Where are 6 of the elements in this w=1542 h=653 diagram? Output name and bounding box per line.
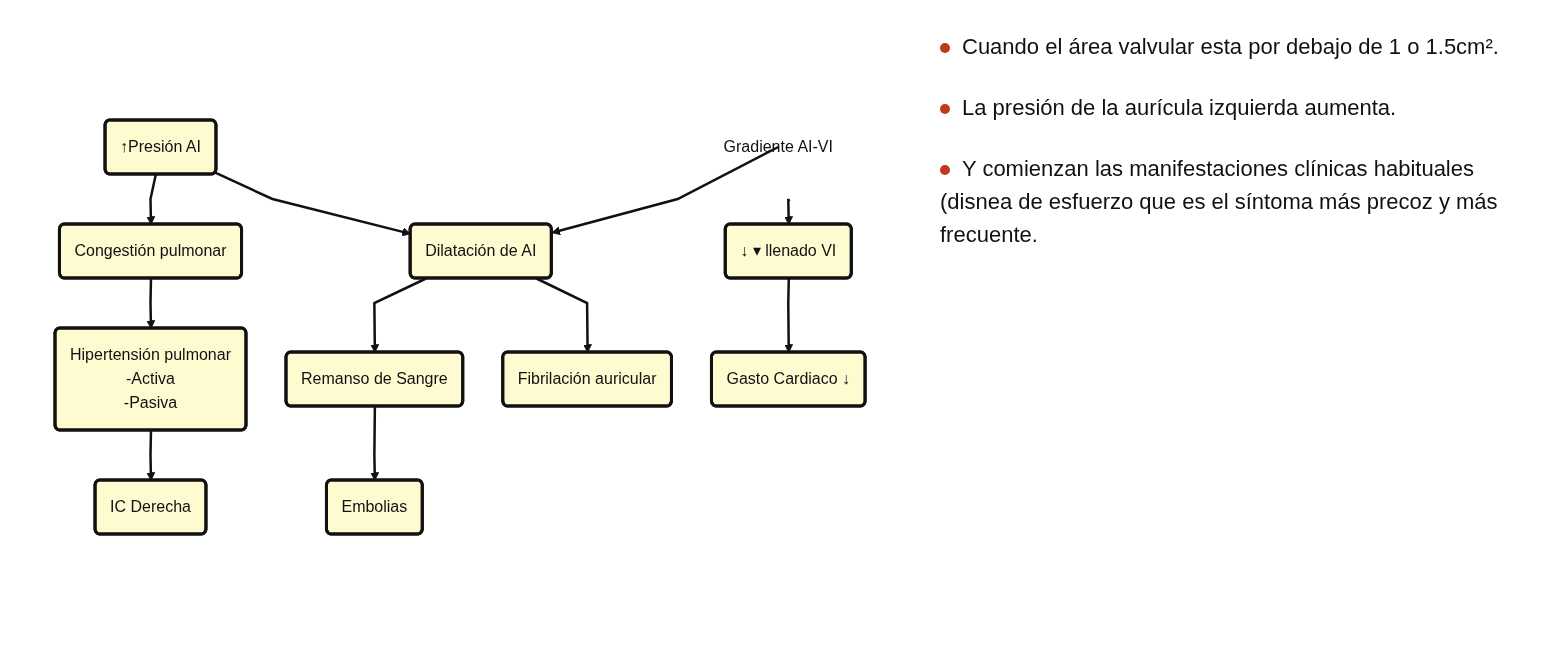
- note-text: La presión de la aurícula izquierda aumenta.: [940, 91, 1512, 124]
- note-text: Cuando el área valvular esta por debajo de 1 o 1.5cm².: [940, 30, 1512, 63]
- arrow: [214, 171, 411, 236]
- arrow: [551, 145, 779, 235]
- node-text: Gradiente AI-VI: [723, 137, 833, 155]
- note-text: Y comienzan las manifestaciones clínicas habituales (disnea de esfuerzo que es el síntoma más precoz y más frecuente.: [940, 152, 1512, 251]
